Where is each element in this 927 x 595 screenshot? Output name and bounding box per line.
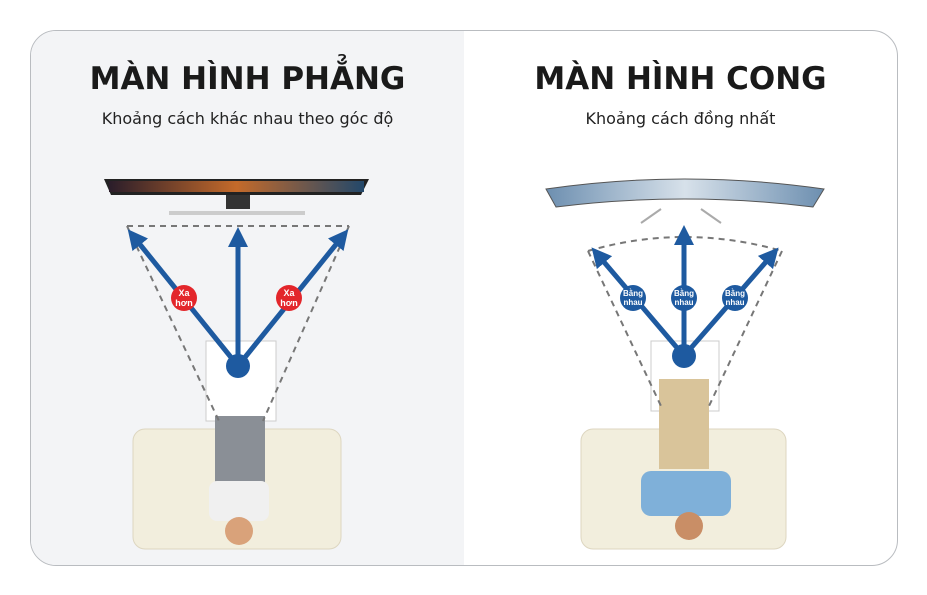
flat-sofa-person: [132, 340, 342, 550]
flat-view-arrows: [127, 227, 349, 368]
curved-sofa-person: [580, 340, 787, 550]
svg-text:nhau: nhau: [623, 298, 642, 307]
flat-tv-icon: [104, 179, 369, 215]
flat-subtitle: Khoảng cách khác nhau theo góc độ: [101, 109, 394, 128]
svg-text:Xa: Xa: [178, 288, 190, 298]
svg-text:hơn: hơn: [280, 298, 297, 308]
svg-text:Bằng: Bằng: [725, 289, 745, 298]
curved-tv-icon: [545, 178, 825, 224]
flat-viewer-dot: [226, 354, 250, 378]
svg-text:hơn: hơn: [175, 298, 192, 308]
flat-title: MÀN HÌNH PHẲNG: [89, 61, 406, 97]
svg-text:Bằng: Bằng: [623, 289, 643, 298]
infographic-frame: MÀN HÌNH PHẲNG Khoảng cách khác nhau the…: [30, 30, 898, 566]
svg-text:nhau: nhau: [674, 298, 693, 307]
curved-viewer-dot: [672, 344, 696, 368]
curved-subtitle: Khoảng cách đồng nhất: [585, 109, 776, 128]
svg-text:Xa: Xa: [283, 288, 295, 298]
svg-text:Bằng: Bằng: [674, 289, 694, 298]
svg-text:nhau: nhau: [725, 298, 744, 307]
curved-title: MÀN HÌNH CONG: [534, 61, 827, 97]
